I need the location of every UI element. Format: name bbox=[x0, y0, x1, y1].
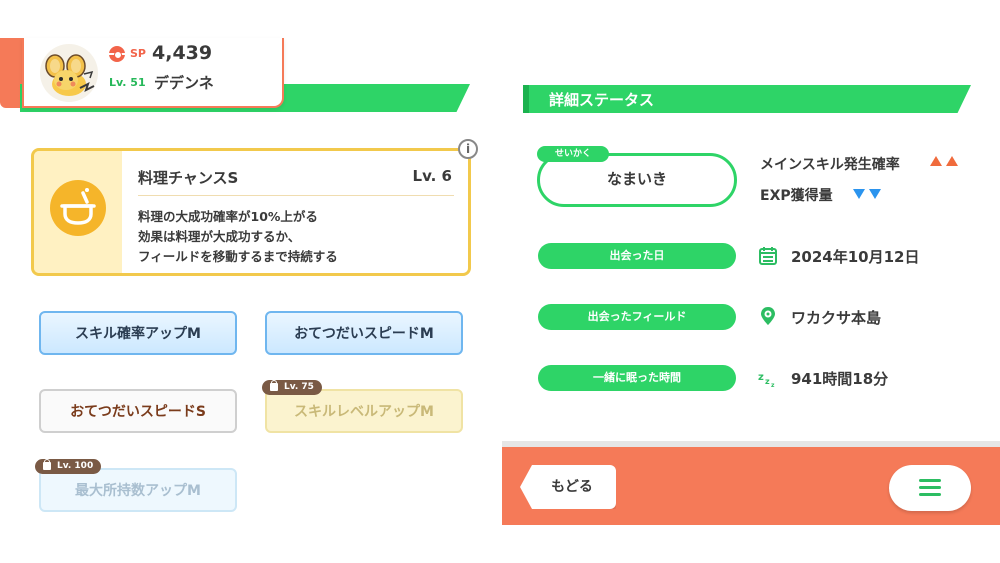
sp-label: SP bbox=[130, 47, 146, 60]
arrow-up-icon bbox=[946, 156, 958, 166]
calendar-icon bbox=[759, 247, 777, 265]
pokemon-name: デデンネ bbox=[154, 74, 214, 92]
sub-skill-button-locked[interactable]: 最大所持数アップM bbox=[39, 468, 237, 512]
slept-time-value: 941時間18分 bbox=[791, 370, 889, 388]
arrow-down-icon bbox=[869, 189, 881, 199]
pokemon-level: Lv. 51 bbox=[109, 76, 146, 89]
skill-title: 料理チャンスS bbox=[138, 169, 239, 187]
svg-text:z: z bbox=[771, 382, 775, 388]
sp-pokeball-icon bbox=[109, 46, 125, 62]
arrow-up-icon bbox=[930, 156, 942, 166]
met-date-label: 出会った日 bbox=[538, 243, 736, 269]
nature-box bbox=[537, 153, 737, 207]
details-header-band bbox=[523, 85, 971, 113]
location-pin-icon bbox=[761, 307, 775, 325]
dedenne-icon bbox=[45, 54, 95, 96]
svg-text:z: z bbox=[758, 372, 764, 383]
met-field-label: 出会ったフィールド bbox=[538, 304, 736, 330]
skill-description-line: フィールドを移動するまで持続する bbox=[138, 249, 338, 264]
lock-icon bbox=[270, 380, 278, 391]
skill-divider bbox=[138, 195, 454, 196]
main-skill-card[interactable]: 料理チャンスS Lv. 6 料理の大成功確率が10%上がる 効果は料理が大成功す… bbox=[31, 148, 471, 276]
met-field-value: ワカクサ本島 bbox=[791, 309, 882, 327]
sub-skill-button-locked[interactable]: スキルレベルアップM bbox=[265, 389, 463, 433]
nature-effect-up-label: メインスキル発生確率 bbox=[760, 157, 900, 173]
menu-button[interactable] bbox=[889, 465, 971, 511]
sp-value: 4,439 bbox=[152, 42, 213, 64]
skill-body: 料理チャンスS Lv. 6 料理の大成功確率が10%上がる 効果は料理が大成功す… bbox=[122, 151, 468, 273]
sub-skill-button[interactable]: おてつだいスピードM bbox=[265, 311, 463, 355]
hamburger-menu-icon bbox=[919, 479, 941, 482]
skill-description-line: 料理の大成功確率が10%上がる bbox=[138, 209, 318, 224]
nature-value: なまいき bbox=[606, 170, 667, 188]
slept-time-label: 一緒に眠った時間 bbox=[538, 365, 736, 391]
lock-icon bbox=[43, 459, 51, 470]
cooking-pot-icon bbox=[50, 180, 106, 236]
skill-icon-area bbox=[34, 151, 122, 273]
sub-skill-button[interactable]: おてつだいスピードS bbox=[39, 389, 237, 433]
section-title: 詳細ステータス bbox=[549, 91, 655, 109]
hamburger-menu-icon bbox=[919, 486, 941, 489]
nature-tag: せいかく bbox=[537, 146, 609, 162]
sub-skill-button[interactable]: スキル確率アップM bbox=[39, 311, 237, 355]
hamburger-menu-icon bbox=[919, 493, 941, 496]
lock-badge: Lv. 75 bbox=[262, 380, 322, 395]
arrow-down-icon bbox=[853, 189, 865, 199]
pokemon-summary-card: SP 4,439 Lv. 51 デデンネ bbox=[22, 38, 284, 108]
lock-level: Lv. 100 bbox=[57, 461, 94, 471]
back-button[interactable]: もどる bbox=[520, 465, 616, 509]
lock-badge: Lv. 100 bbox=[35, 459, 102, 474]
pokemon-avatar bbox=[40, 44, 98, 102]
info-icon[interactable]: i bbox=[458, 139, 478, 159]
left-accent-strip bbox=[0, 38, 22, 108]
lock-level: Lv. 75 bbox=[284, 382, 314, 392]
svg-text:z: z bbox=[765, 377, 770, 386]
skill-description: 料理の大成功確率が10%上がる 効果は料理が大成功するか、 フィールドを移動する… bbox=[138, 207, 338, 267]
sleep-zzz-icon: z z z bbox=[758, 372, 775, 388]
met-date-value: 2024年10月12日 bbox=[791, 248, 920, 266]
nature-effect-down-label: EXP獲得量 bbox=[760, 188, 833, 204]
skill-description-line: 効果は料理が大成功するか、 bbox=[138, 229, 301, 244]
skill-level: Lv. 6 bbox=[412, 167, 452, 185]
